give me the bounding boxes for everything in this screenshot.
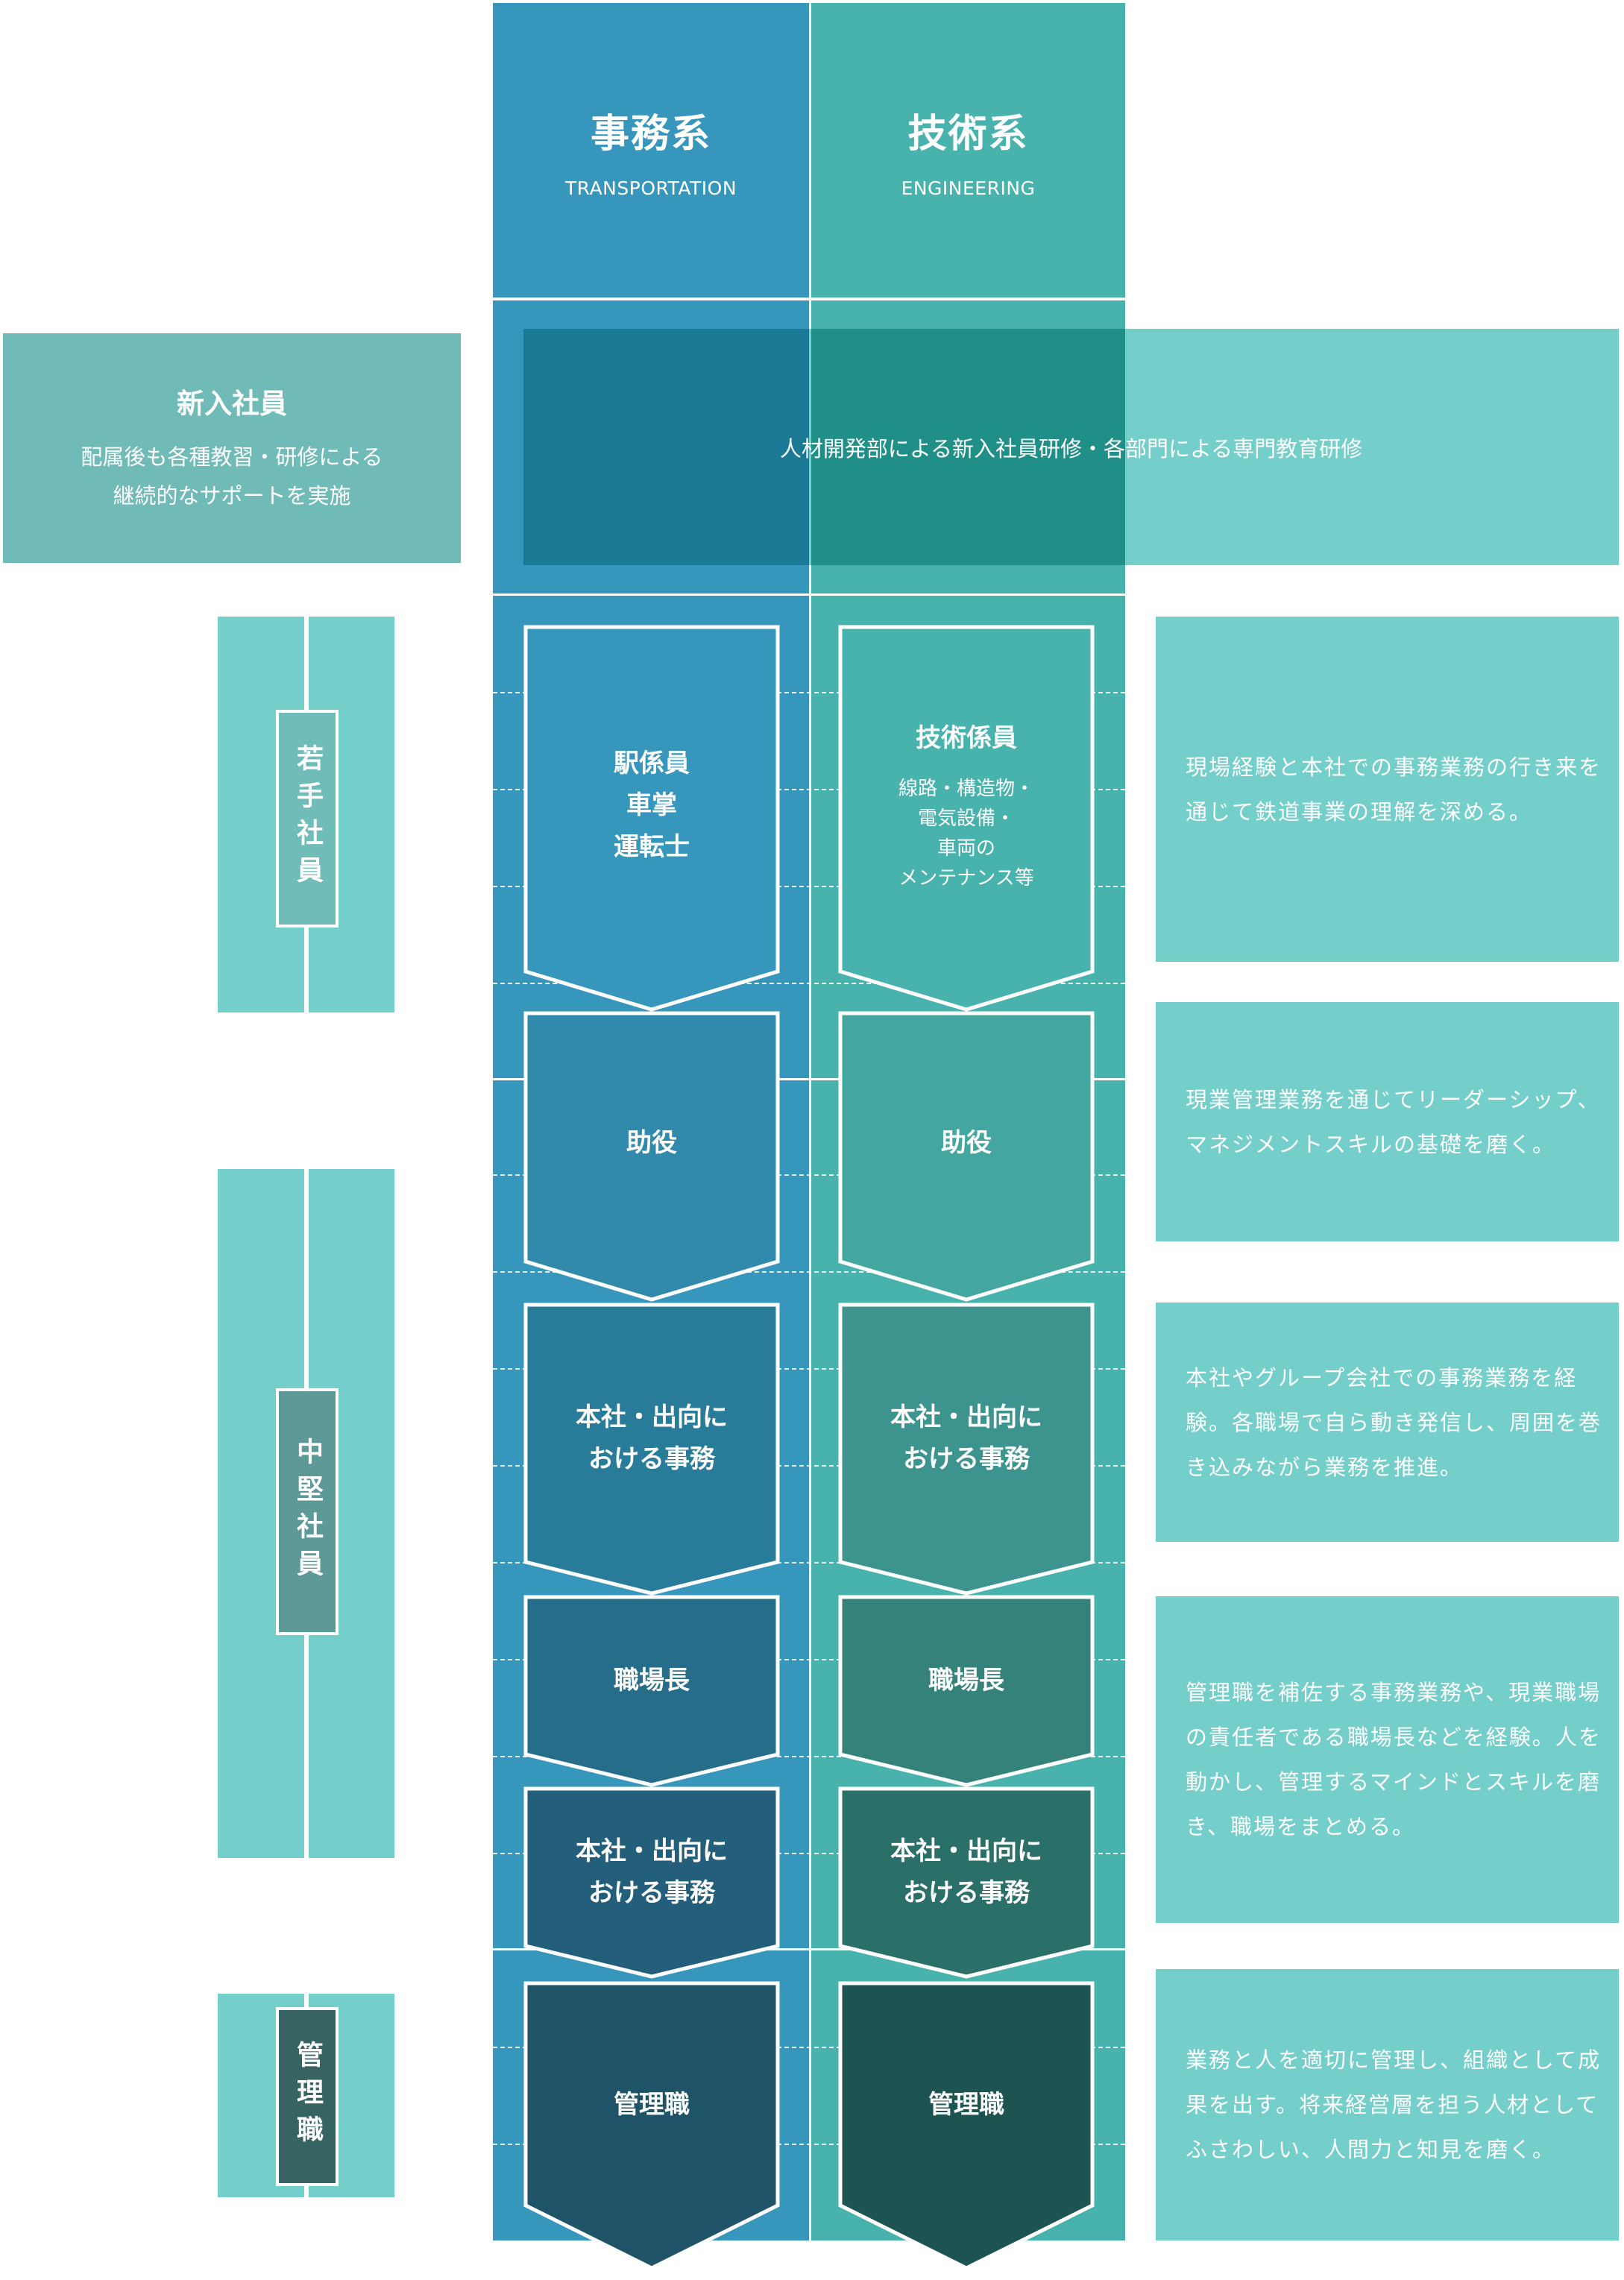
chevron-arrow-icon	[523, 1011, 780, 1302]
column-header-transportation: 事務系 TRANSPORTATION	[493, 3, 809, 297]
chevron-arrow-icon	[523, 625, 780, 1012]
step-engineering: 本社・出向に おける事務	[838, 1786, 1095, 1957]
step-label: 職場長	[614, 1665, 690, 1695]
dashed-guide	[493, 1659, 1125, 1660]
description-box: 管理職を補佐する事務業務や、現業職場の責任者である職場長などを経験。人を動かし、…	[1156, 1596, 1619, 1923]
side-group-young: 若手社員	[218, 617, 394, 1013]
description-text: 現場経験と本社での事務業務の行き来を通じて鉄道事業の理解を深める。	[1186, 754, 1602, 825]
chevron-shape	[523, 625, 780, 1012]
step-sublabel: 線路・構造物・ 電気設備・ 車両の メンテナンス等	[898, 777, 1034, 889]
step-transportation: 管理職	[523, 1981, 780, 2228]
column-subtitle: ENGINEERING	[901, 177, 1036, 199]
training-band-engineering	[811, 329, 1125, 565]
chevron-shape	[523, 1786, 780, 1979]
column-header-engineering: 技術系 ENGINEERING	[811, 3, 1125, 297]
step-label: 駅係員 車掌 運転士	[614, 748, 690, 862]
step-transportation: 本社・出向に おける事務	[523, 1786, 780, 1957]
chevron-arrow-icon	[523, 1786, 780, 1979]
dashed-guide	[493, 983, 1125, 984]
step-label: 管理職	[614, 2089, 690, 2120]
description-text: 管理職を補佐する事務業務や、現業職場の責任者である職場長などを経験。人を動かし、…	[1186, 1680, 1602, 1839]
step-transportation: 職場長	[523, 1595, 780, 1766]
chevron-arrow-icon	[838, 625, 1095, 1012]
step-label: 技術係員	[916, 722, 1017, 753]
chevron-shape	[838, 1011, 1095, 1302]
new-employee-line: 継続的なサポートを実施	[113, 483, 351, 508]
stage-divider	[493, 1948, 1125, 1950]
step-label: 本社・出向に おける事務	[890, 1402, 1042, 1474]
step-label: 本社・出向に おける事務	[890, 1836, 1042, 1908]
column-subtitle: TRANSPORTATION	[564, 177, 737, 199]
side-label-text: 中堅社員	[292, 1437, 323, 1587]
description-text: 業務と人を適切に管理し、組織として成果を出す。将来経営層を担う人材としてふさわし…	[1186, 2047, 1602, 2162]
chevron-shape	[523, 1303, 780, 1596]
description-text: 現業管理業務を通じてリーダーシップ、マネジメントスキルの基礎を磨く。	[1186, 1086, 1601, 1157]
chevron-arrow-icon	[838, 1981, 1095, 2270]
description-text: 本社やグループ会社での事務業務を経験。各職場で自ら動き発信し、周囲を巻き込みなが…	[1186, 1364, 1602, 1480]
description-box: 本社やグループ会社での事務業務を経験。各職場で自ら動き発信し、周囲を巻き込みなが…	[1156, 1303, 1619, 1542]
dashed-guide	[493, 692, 1125, 693]
step-label: 本社・出向に おける事務	[576, 1836, 728, 1908]
step-engineering: 本社・出向に おける事務	[838, 1303, 1095, 1573]
dashed-guide	[493, 2144, 1125, 2145]
column-title: 技術系	[907, 111, 1029, 157]
description-box: 現場経験と本社での事務業務の行き来を通じて鉄道事業の理解を深める。	[1156, 617, 1619, 962]
chevron-shape	[838, 1303, 1095, 1596]
dashed-guide	[493, 1853, 1125, 1854]
stage-divider	[493, 593, 1125, 596]
chevron-arrow-icon	[838, 1595, 1095, 1787]
description-box: 現業管理業務を通じてリーダーシップ、マネジメントスキルの基礎を磨く。	[1156, 1002, 1619, 1241]
chevron-shape	[838, 1981, 1095, 2270]
new-employee-box: 新入社員 配属後も各種教習・研修による 継続的なサポートを実施	[3, 333, 461, 563]
side-label-text: 若手社員	[292, 744, 323, 893]
chevron-shape	[523, 1595, 780, 1787]
chevron-shape	[838, 625, 1095, 1012]
chevron-arrow-icon	[523, 1595, 780, 1787]
side-label-mid: 中堅社員	[276, 1388, 339, 1635]
training-band-transportation	[523, 329, 809, 565]
step-engineering: 技術係員線路・構造物・ 電気設備・ 車両の メンテナンス等	[838, 625, 1095, 986]
side-group-manager: 管理職	[218, 1994, 394, 2197]
dashed-guide	[493, 1174, 1125, 1176]
chevron-arrow-icon	[838, 1786, 1095, 1979]
step-engineering: 管理職	[838, 1981, 1095, 2228]
dashed-guide	[493, 1368, 1125, 1370]
chevron-arrow-icon	[838, 1303, 1095, 1596]
dashed-guide	[493, 2047, 1125, 2048]
step-label: 管理職	[928, 2089, 1004, 2120]
step-label: 本社・出向に おける事務	[576, 1402, 728, 1474]
training-band-text: 人材開発部による新入社員研修・各部門による専門教育研修	[779, 435, 1363, 462]
side-label-manager: 管理職	[276, 2007, 339, 2186]
chevron-arrow-icon	[523, 1981, 780, 2270]
chevron-shape	[523, 1981, 780, 2270]
column-title: 事務系	[590, 111, 711, 157]
description-box: 業務と人を適切に管理し、組織として成果を出す。将来経営層を担う人材としてふさわし…	[1156, 1969, 1619, 2240]
step-engineering: 職場長	[838, 1595, 1095, 1766]
step-transportation: 駅係員 車掌 運転士	[523, 625, 780, 986]
side-label-text: 管理職	[292, 2041, 323, 2153]
new-employee-title: 新入社員	[177, 388, 287, 420]
step-transportation: 本社・出向に おける事務	[523, 1303, 780, 1573]
dashed-guide	[493, 886, 1125, 887]
chevron-shape	[838, 1595, 1095, 1787]
step-engineering: 助役	[838, 1011, 1095, 1276]
dashed-guide	[493, 1756, 1125, 1757]
step-label: 職場長	[928, 1665, 1004, 1695]
dashed-guide	[493, 1271, 1125, 1273]
chevron-shape	[838, 1786, 1095, 1979]
dashed-guide	[493, 789, 1125, 790]
step-label: 助役	[626, 1128, 677, 1159]
step-transportation: 助役	[523, 1011, 780, 1276]
new-employee-line: 配属後も各種教習・研修による	[81, 444, 383, 470]
chevron-arrow-icon	[523, 1303, 780, 1596]
side-label-young: 若手社員	[276, 710, 339, 928]
dashed-guide	[493, 1465, 1125, 1467]
dashed-guide	[493, 1562, 1125, 1563]
chevron-shape	[523, 1011, 780, 1302]
side-group-mid: 中堅社員	[218, 1169, 394, 1858]
stage-divider	[493, 1078, 1125, 1080]
chevron-arrow-icon	[838, 1011, 1095, 1302]
step-label: 助役	[941, 1128, 992, 1159]
